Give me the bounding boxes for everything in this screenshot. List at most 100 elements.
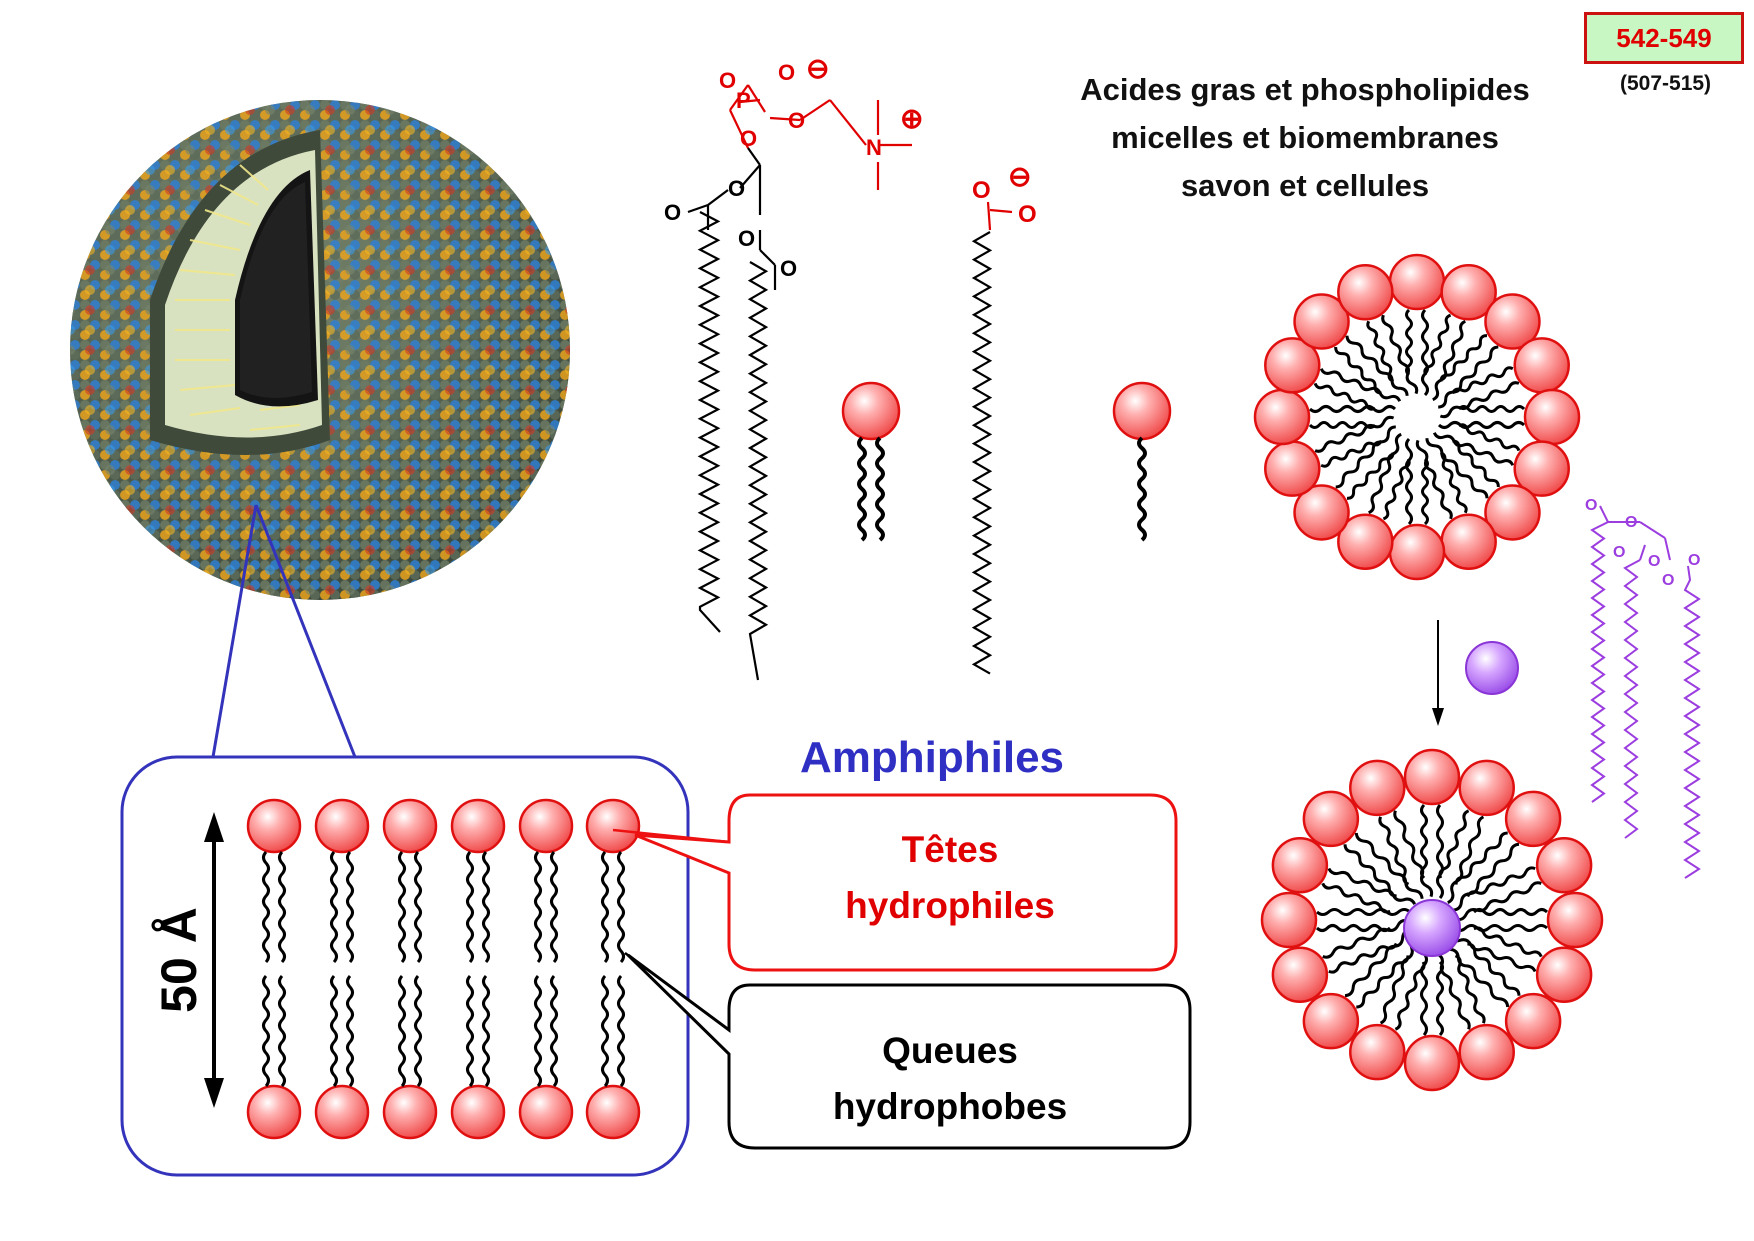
- title-line-3: savon et cellules: [1180, 168, 1430, 203]
- hydrophobic-tail: [857, 436, 867, 542]
- fatty-acid-formula: O O ⊖: [971, 161, 1037, 675]
- hydrophilic-head: [585, 798, 641, 854]
- hydrophobic-tail: [346, 974, 354, 1088]
- hydrophilic-head: [1349, 759, 1406, 817]
- hydrophobic-tail: [330, 974, 338, 1088]
- hydrophobic-tail: [1454, 954, 1486, 1024]
- hydrophobic-tail: [278, 974, 286, 1088]
- hydrophobic-tail: [1453, 924, 1548, 932]
- hydrophilic-head: [1504, 790, 1562, 848]
- hydrophobic-tail: [1335, 425, 1396, 489]
- atom-o: O: [1688, 552, 1700, 569]
- atom-o: O: [1585, 497, 1597, 514]
- hydrophilic-head: [518, 798, 574, 854]
- hydrophobic-tail: [1345, 335, 1409, 396]
- hydrophobic-tail: [1436, 804, 1444, 899]
- hydrophilic-head: [1349, 1023, 1406, 1081]
- atom-o: O: [778, 60, 795, 85]
- hydrophobic-tail: [1423, 313, 1452, 376]
- hydrophobic-tail: [1327, 867, 1417, 905]
- hydrophilic-head: [314, 1084, 370, 1140]
- hydrophobic-tail: [1439, 334, 1488, 382]
- hydrophobic-tail: [414, 850, 422, 964]
- title-line-1: Acides gras et phospholipides: [1080, 72, 1530, 107]
- heads-line-2: hydrophiles: [845, 885, 1055, 926]
- hydrophilic-head: [1388, 523, 1446, 581]
- hydrophobic-tail: [1381, 314, 1419, 395]
- atom-o: O: [1625, 514, 1637, 531]
- hydrophilic-head: [1388, 253, 1446, 311]
- hydrophilic-head: [1504, 992, 1562, 1050]
- callout-heads: [634, 793, 1178, 972]
- atom-o: O: [740, 126, 757, 151]
- hydrophobic-tail: [1354, 832, 1424, 899]
- hydrophobic-tail: [398, 974, 406, 1088]
- hydrophobic-tail: [1457, 405, 1526, 413]
- hydrophobic-tail: [414, 974, 422, 1088]
- thickness-label: 50 Å: [151, 907, 207, 1013]
- hydrophilic-head: [1403, 748, 1461, 806]
- hydrophobic-tail: [346, 850, 354, 964]
- atom-o: O: [738, 226, 755, 251]
- hydrophilic-head: [1302, 790, 1360, 848]
- hydrophobic-tail: [601, 850, 609, 964]
- hydrophilic-head: [1302, 992, 1360, 1050]
- hydrophobic-tail: [1436, 960, 1444, 1037]
- heads-line-1: Têtes: [901, 829, 999, 870]
- hydrophobic-tail: [1430, 942, 1471, 1030]
- phospholipid-formula: O O P O O N O O O O ⊖ ⊕: [664, 53, 923, 681]
- atom-o: O: [972, 177, 991, 204]
- hydrophilic-head: [1264, 440, 1321, 497]
- hydrophobic-tail: [1344, 928, 1411, 998]
- hydrophobic-tail: [1447, 815, 1485, 905]
- hydrophobic-tail: [1405, 437, 1413, 526]
- hydrophilic-head: [585, 1084, 641, 1140]
- triglyceride-formula: O O O O O O: [1585, 497, 1701, 879]
- hydrophobic-tail: [1421, 308, 1429, 397]
- hydrophobic-tail: [262, 974, 270, 1088]
- hydrophobic-tail: [1137, 436, 1147, 542]
- hydrophobic-tail: [617, 974, 625, 1088]
- hydrophobic-tail: [1452, 439, 1500, 488]
- hydrophobic-tail: [1320, 439, 1383, 468]
- hydrophilic-head: [382, 1084, 438, 1140]
- thickness-arrow: [204, 812, 224, 1108]
- hydrophobic-tail: [1421, 457, 1429, 526]
- hydrophobic-tail: [1319, 368, 1402, 402]
- amphiphile-symbols: [841, 381, 1172, 542]
- hydrophobic-tail: [1321, 882, 1391, 914]
- slide-title: Acides gras et phospholipides micelles e…: [1020, 66, 1590, 210]
- hydrophobic-tail: [466, 974, 474, 1088]
- hydrophobic-tail: [1454, 881, 1542, 922]
- hydrophilic-head: [1293, 293, 1350, 350]
- hydrophilic-head: [1513, 337, 1570, 394]
- hydrophobic-tail: [1437, 421, 1526, 429]
- hydrophobic-tail: [1440, 941, 1510, 1008]
- hydrophilic-head: [1535, 946, 1593, 1003]
- atom-o: O: [780, 256, 797, 281]
- hydrophobic-tail: [1425, 438, 1489, 499]
- micelles: [1253, 253, 1604, 1092]
- guest-molecule: [1465, 641, 1519, 695]
- hydrophobic-tail: [550, 850, 558, 964]
- hydrophobic-tail: [1438, 809, 1470, 879]
- hydrophilic-head: [246, 798, 302, 854]
- amphiphiles-label: Amphiphiles: [800, 733, 1065, 782]
- hydrophilic-head: [1112, 381, 1172, 441]
- bilayer-molecules: [246, 798, 730, 1140]
- hydrophobic-tail: [1467, 942, 1521, 996]
- hydrophobic-tail: [1308, 405, 1397, 413]
- hydrophobic-tail: [1454, 831, 1508, 885]
- hydrophobic-tail: [1378, 816, 1410, 886]
- micelle: [1260, 748, 1604, 1092]
- atom-o: O: [1662, 572, 1674, 589]
- atom-o: O: [664, 200, 681, 225]
- page-range-badge: 542-549: [1584, 12, 1744, 64]
- hydrophobic-tail: [1447, 935, 1537, 973]
- hydrophilic-head: [1271, 837, 1329, 894]
- hydrophobic-tail: [1420, 803, 1428, 880]
- hydrophobic-tail: [1315, 924, 1392, 932]
- zoom-connector: [211, 504, 357, 758]
- hydrophobic-tail: [1420, 941, 1428, 1036]
